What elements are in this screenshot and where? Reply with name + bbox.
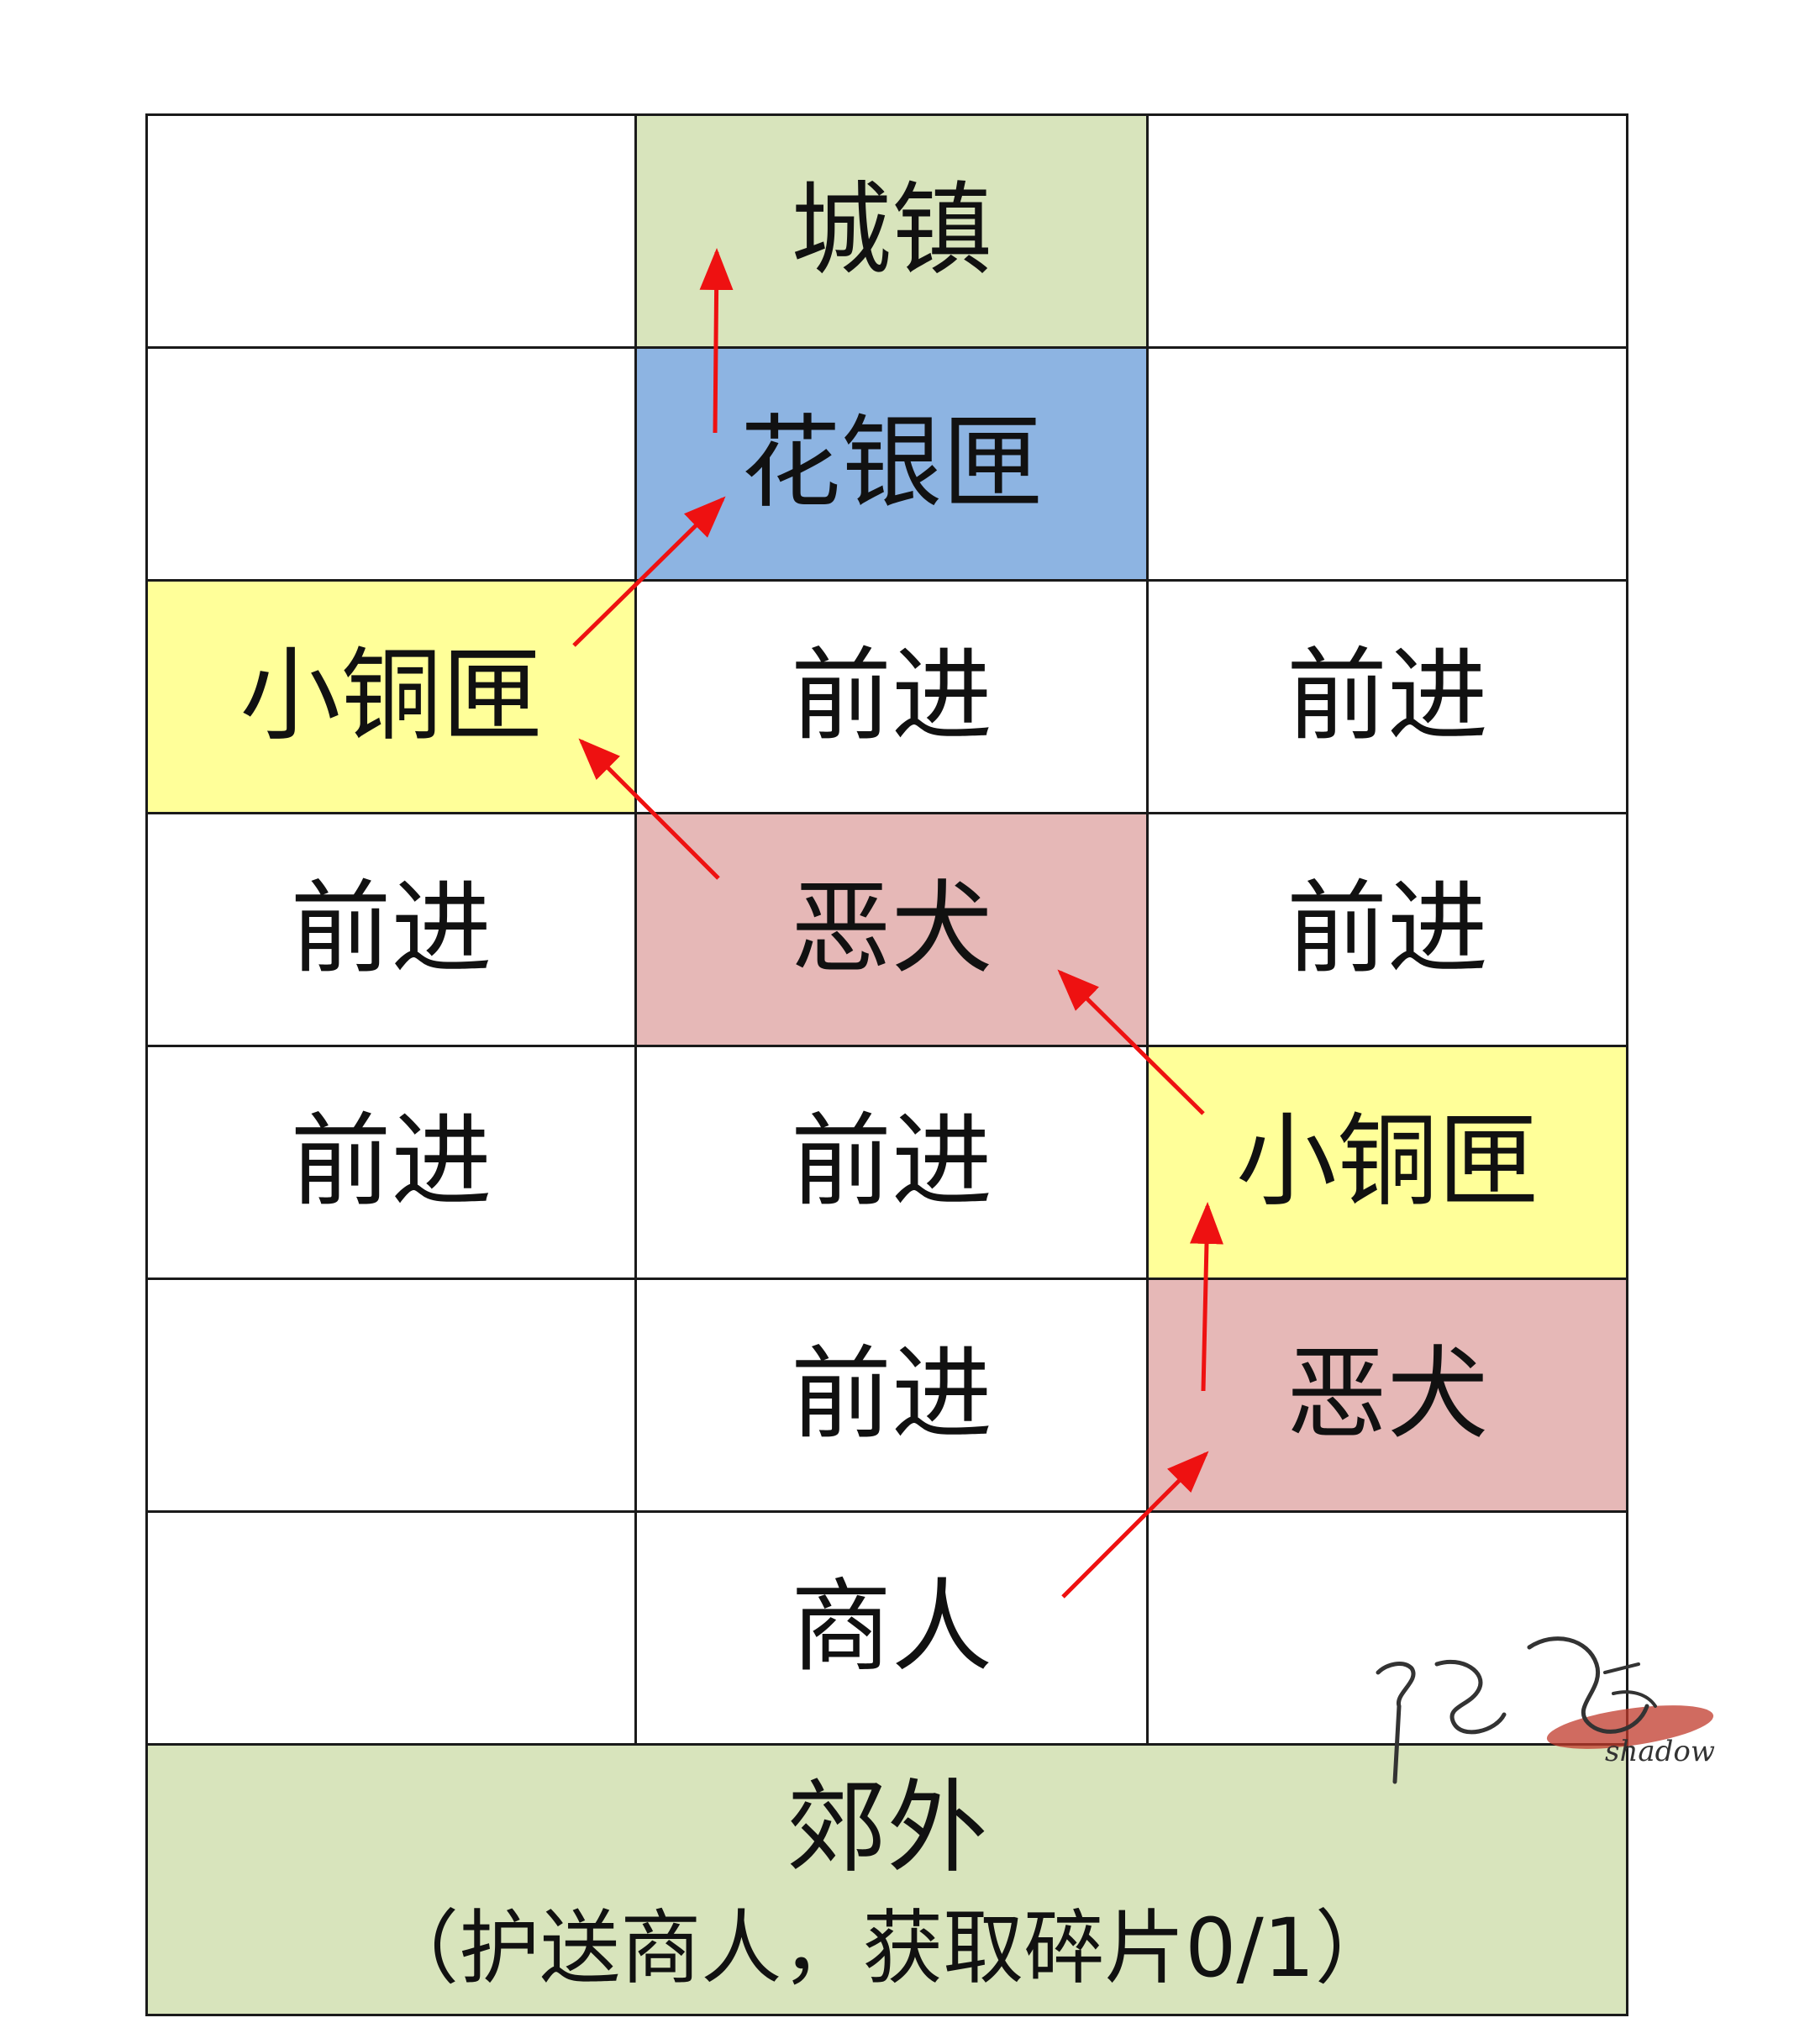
grid-cell-r1-c0 <box>145 346 637 582</box>
cell-label: 前进 <box>791 1336 992 1453</box>
grid-cell-r6-c0 <box>145 1510 637 1746</box>
cell-label: 前进 <box>1286 638 1488 755</box>
grid-cell-r1-c1: 花银匣 <box>634 346 1149 582</box>
grid-cell-r0-c1: 城镇 <box>634 113 1149 349</box>
cell-label: 前进 <box>290 1104 492 1220</box>
cell-label: 前进 <box>290 871 492 988</box>
grid-cell-r3-c1: 恶犬 <box>634 812 1149 1047</box>
grid-cell-r3-c0: 前进 <box>145 812 637 1047</box>
watermark-signature: shadow <box>1376 1636 1715 1784</box>
grid-cell-r4-c1: 前进 <box>634 1045 1149 1280</box>
cell-label: 城镇 <box>791 172 992 289</box>
cell-label: 前进 <box>1286 871 1488 988</box>
grid-cell-r4-c2: 小铜匣 <box>1146 1045 1628 1280</box>
grid-cell-r2-c2: 前进 <box>1146 579 1628 814</box>
cell-label: 恶犬 <box>1286 1336 1488 1453</box>
grid-cell-r6-c1: 商人 <box>634 1510 1149 1746</box>
grid-cell-r5-c2: 恶犬 <box>1146 1278 1628 1513</box>
grid-cell-r1-c2 <box>1146 346 1628 582</box>
grid-cell-r3-c2: 前进 <box>1146 812 1628 1047</box>
footer-subtitle: （护送商人，获取碎片0/1） <box>378 1900 1396 1995</box>
footer-title: 郊外 <box>786 1769 988 1887</box>
cell-label: 小铜匣 <box>239 638 543 755</box>
footer-outskirts: 郊外 （护送商人，获取碎片0/1） <box>145 1743 1628 2016</box>
watermark-text: shadow <box>1605 1735 1715 1768</box>
cell-label: 商人 <box>791 1569 992 1686</box>
grid-cell-r5-c0 <box>145 1278 637 1513</box>
grid-cell-r2-c1: 前进 <box>634 579 1149 814</box>
grid-cell-r2-c0: 小铜匣 <box>145 579 637 814</box>
cell-label: 恶犬 <box>791 871 992 988</box>
grid-cell-r4-c0: 前进 <box>145 1045 637 1280</box>
map-grid: 城镇花银匣小铜匣前进前进前进恶犬前进前进前进小铜匣前进恶犬商人郊外（护送商人，获… <box>145 113 1628 2016</box>
cell-label: 前进 <box>791 1104 992 1220</box>
grid-cell-r0-c0 <box>145 113 637 349</box>
grid-cell-r0-c2 <box>1146 113 1628 349</box>
cell-label: 花银匣 <box>740 405 1043 522</box>
cell-label: 前进 <box>791 638 992 755</box>
grid-cell-r5-c1: 前进 <box>634 1278 1149 1513</box>
cell-label: 小铜匣 <box>1236 1104 1539 1220</box>
